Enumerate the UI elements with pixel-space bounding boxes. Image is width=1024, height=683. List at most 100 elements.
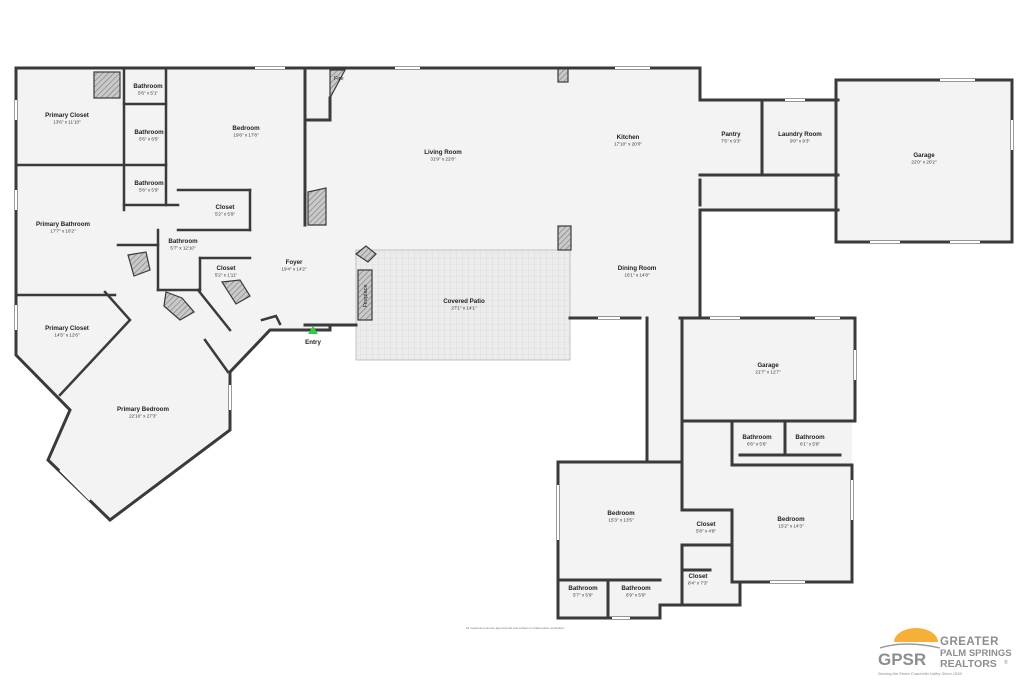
- room-dimensions: 5'6" x 5'9": [139, 188, 159, 193]
- room-dimensions: 21'7" x 12'7": [755, 370, 781, 375]
- fireplace-label: Fireplace: [363, 284, 369, 307]
- room-name: Bathroom: [795, 434, 825, 441]
- room-name: Kitchen: [617, 134, 640, 141]
- room-name: Bathroom: [134, 180, 164, 187]
- room-name: Foyer: [286, 259, 303, 266]
- logo-line1: GREATER: [940, 636, 999, 648]
- logo-mark: GPSR: [878, 650, 926, 669]
- room-dimensions: 6'9" x 5'9": [626, 593, 646, 598]
- logo-reg: ®: [1004, 659, 1008, 666]
- room-name: Pantry: [721, 131, 741, 138]
- logo-line2: PALM SPRINGS: [940, 648, 1012, 659]
- room-name: Bedroom: [232, 125, 260, 132]
- logo-line3: REALTORS: [940, 658, 997, 670]
- room-name: Bedroom: [607, 510, 635, 517]
- room-name: Garage: [913, 152, 935, 159]
- room-dimensions: 8'4" x 7'3": [688, 581, 708, 586]
- room-dimensions: 7'5" x 9'3": [721, 139, 741, 144]
- room-name: Closet: [697, 521, 716, 528]
- room-dimensions: 6'6" x 5'6": [747, 442, 767, 447]
- room-dimensions: 5'6" x 6'5": [139, 137, 159, 142]
- room-dimensions: 22'0" x 20'2": [911, 160, 937, 165]
- room-dimensions: 9'0" x 9'3": [790, 139, 810, 144]
- interior-walls: [14, 66, 282, 397]
- room-dimensions: 27'1" x 14'1": [451, 306, 477, 311]
- entry-label: Entry: [305, 339, 321, 346]
- logo-tagline: Serving the Entire Coachella Valley Sinc…: [878, 671, 962, 676]
- room-name: Living Room: [424, 149, 462, 156]
- room-name: Dining Room: [618, 265, 657, 272]
- room-dimensions: 31'9" x 22'8": [430, 157, 456, 162]
- windows: [15, 67, 1013, 619]
- room-dimensions: 5'8" x 4'8": [696, 529, 716, 534]
- room-name: Bedroom: [777, 516, 805, 523]
- room-name: Closet: [217, 265, 236, 272]
- room-name: Primary Bedroom: [117, 406, 169, 413]
- room-name: Covered Patio: [443, 298, 485, 305]
- room-dimensions: 15'3" x 13'5": [608, 518, 634, 523]
- room-dimensions: 19'6" x 17'8": [233, 133, 259, 138]
- room-dimensions: 19'4" x 14'2": [281, 267, 307, 272]
- room-dimensions: 5'7" x 12'10": [170, 246, 196, 251]
- disclaimer-text: All measurements are approximate and sub…: [466, 626, 565, 630]
- room-dimensions: 15'2" x 14'3": [778, 524, 804, 529]
- gpsr-logo: GPSR GREATER PALM SPRINGS REALTORS ® Ser…: [878, 628, 1012, 676]
- room-dimensions: 22'10" x 27'3": [129, 414, 157, 419]
- room-name: Bathroom: [621, 585, 651, 592]
- room-dimensions: 17'7" x 16'2": [50, 229, 76, 234]
- room-name: Bathroom: [134, 129, 164, 136]
- room-name: Primary Bathroom: [36, 221, 90, 228]
- entry-marker-icon: [308, 326, 318, 334]
- room-name: Bathroom: [133, 83, 163, 90]
- hatched-features: [93, 67, 572, 321]
- room-dimensions: 5'2" x 5'9": [215, 212, 235, 217]
- room-dimensions: 5'6" x 5'1": [138, 91, 158, 96]
- room-name: Garage: [757, 362, 779, 369]
- room-name: Bathroom: [568, 585, 598, 592]
- room-dimensions: 5'2" x 1'11": [215, 273, 238, 278]
- sun-icon: [879, 628, 941, 649]
- room-name: Bathroom: [742, 434, 772, 441]
- covered-patio-floor: [355, 249, 571, 361]
- room-dimensions: 16'1" x 14'8": [624, 273, 650, 278]
- room-dimensions: 14'5" x 12'6": [54, 333, 80, 338]
- floor-fills: [16, 68, 1012, 618]
- room-dimensions: 17'10" x 20'0": [614, 142, 642, 147]
- fire-label: Fire: [334, 76, 344, 82]
- room-dimensions: 6'1" x 5'6": [800, 442, 820, 447]
- room-name: Closet: [216, 204, 235, 211]
- room-name: Bathroom: [168, 238, 198, 245]
- room-dimensions: 13'6" x 11'10": [53, 120, 81, 125]
- room-dimensions: 5'7" x 5'9": [573, 593, 593, 598]
- walls: [14, 66, 1014, 620]
- room-name: Primary Closet: [45, 325, 89, 332]
